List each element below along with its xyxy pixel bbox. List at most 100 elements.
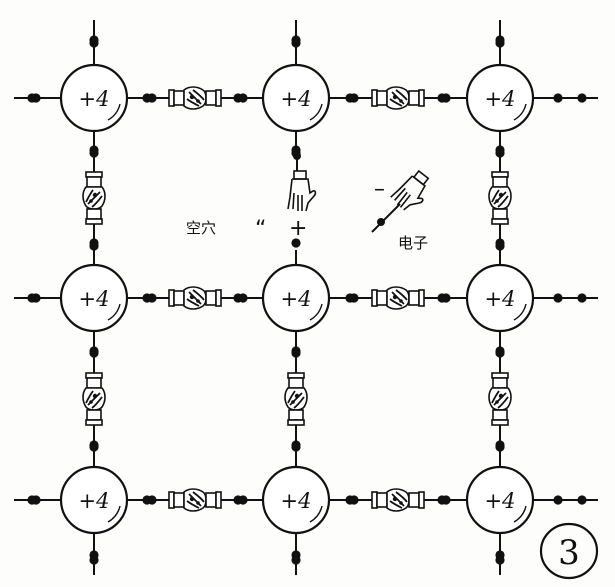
handshake-bond-icon [285, 373, 307, 425]
ion-label: +4 [485, 87, 516, 111]
electron-dot [291, 346, 301, 356]
electron-dot [495, 35, 505, 45]
ion-circle [261, 465, 331, 535]
electron-sign: – [374, 177, 385, 202]
handshake-bond-icon [83, 172, 105, 224]
electron-dot [441, 293, 451, 303]
handshake-bond-icon [371, 86, 425, 110]
electron-dot [89, 442, 99, 452]
electron-dot [495, 346, 505, 356]
ion-core: +4 [59, 263, 129, 333]
electron-dot [495, 241, 505, 251]
ion-label: +4 [281, 87, 312, 111]
free-electron-annotation: – 电子 [371, 166, 437, 252]
electron-dot [577, 293, 587, 303]
handshake-bond-icon [83, 373, 105, 425]
ion-shading [309, 303, 323, 321]
ion-shading [513, 103, 527, 121]
ion-circle [465, 263, 535, 333]
figure-number: 3 [539, 522, 599, 580]
handshake-bond-icon [371, 488, 425, 512]
handshake-bond-icon [168, 86, 222, 110]
electron-dot [293, 152, 301, 160]
ion-label: +4 [485, 489, 516, 513]
electron-dot [577, 93, 587, 103]
ion-circle [465, 465, 535, 535]
ion-core: +4 [59, 465, 129, 535]
ion-core: +4 [261, 63, 331, 133]
hole-label: 空穴 [186, 219, 216, 237]
ion-shading [309, 103, 323, 121]
ion-circle [59, 465, 129, 535]
electron-dot [27, 495, 37, 505]
electron-dot [89, 145, 99, 155]
electron-dot [495, 442, 505, 452]
ion-core: +4 [465, 263, 535, 333]
electron-dot [291, 35, 301, 45]
ion-cores: +4 +4 +4 +4 +4 +4 +4 +4 +4 [59, 63, 535, 535]
handshake-bond-icon [168, 286, 222, 310]
handshake-bond-icon [168, 488, 222, 512]
ion-circle [59, 63, 129, 133]
electron-dot [27, 93, 37, 103]
ion-label: +4 [79, 87, 110, 111]
ion-circle [261, 63, 331, 133]
electron-dot [291, 238, 301, 248]
electron-dot [377, 218, 385, 226]
hole-sign: + [289, 216, 307, 241]
ion-core: +4 [465, 63, 535, 133]
ion-label: +4 [79, 287, 110, 311]
electron-dot [89, 241, 99, 251]
electron-dot [577, 495, 587, 505]
handshake-bond-icon [371, 286, 425, 310]
electron-dot [345, 495, 355, 505]
electron-dot [291, 442, 301, 452]
ion-core: +4 [261, 263, 331, 333]
ion-shading [107, 103, 121, 121]
ion-core: +4 [261, 465, 331, 535]
ion-shading [107, 303, 121, 321]
ion-label: +4 [485, 287, 516, 311]
ion-core: +4 [465, 465, 535, 535]
handshake-bond-icon [489, 373, 511, 425]
ion-circle [59, 263, 129, 333]
electron-dot [142, 293, 152, 303]
electron-dot [142, 495, 152, 505]
electron-dot [291, 555, 301, 565]
electron-dot [238, 93, 248, 103]
open-hand-icon [287, 170, 317, 212]
electron-dot [345, 93, 355, 103]
electron-dot [441, 495, 451, 505]
electron-dot [345, 293, 355, 303]
electron-label: 电子 [398, 234, 428, 252]
ion-circle [261, 263, 331, 333]
ditto-mark: “ [255, 217, 266, 242]
ion-shading [309, 505, 323, 523]
electron-dot [89, 346, 99, 356]
electron-dot [238, 293, 248, 303]
hole-annotation: 空穴 “ + [186, 150, 317, 242]
electron-dot [495, 145, 505, 155]
ion-shading [107, 505, 121, 523]
electron-dot [142, 93, 152, 103]
electron-dot [89, 555, 99, 565]
ion-shading [513, 505, 527, 523]
figure-number-text: 3 [558, 533, 580, 573]
electron-dot [89, 35, 99, 45]
electron-dot [553, 93, 563, 103]
ion-label: +4 [281, 489, 312, 513]
ion-core: +4 [59, 63, 129, 133]
electron-dot [495, 555, 505, 565]
electron-dot [553, 293, 563, 303]
electron-dot [441, 93, 451, 103]
electron-dot [553, 495, 563, 505]
handshake-bond-icon [489, 172, 511, 224]
ion-label: +4 [281, 287, 312, 311]
ion-circle [465, 63, 535, 133]
electron-dot [27, 293, 37, 303]
ion-shading [513, 303, 527, 321]
electron-dot [238, 495, 248, 505]
ion-label: +4 [79, 489, 110, 513]
